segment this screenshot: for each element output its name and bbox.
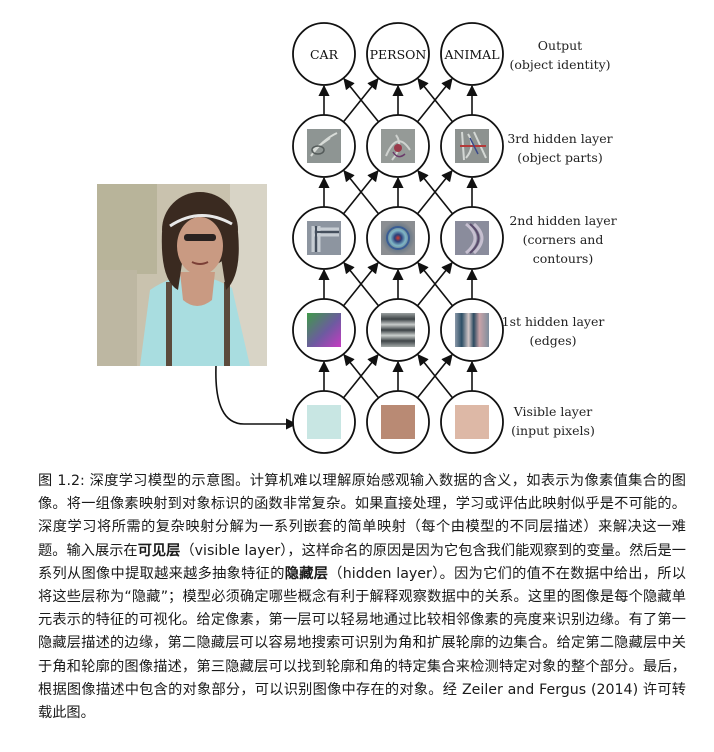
feature-patch-vertical-edges [455,313,489,347]
output-label-animal: ANIMAL [443,47,499,62]
figure-caption: 图 1.2: 深度学习模型的示意图。计算机难以理解原始感观输入数据的含义，如表示… [38,470,686,725]
output-node-car [292,22,356,86]
label-hidden1-title: 1st hidden layer [502,314,605,329]
network-edge [417,170,454,215]
caption-text-3: （hidden layer）。因为它们的值不在数据中给出，所以将这些层称为“隐藏… [38,565,686,722]
input-pixel-1 [307,405,341,439]
hidden-layer-2 [292,206,504,270]
feature-patch-horizontal-edges [381,313,415,347]
feature-patch-object-part-2 [381,129,415,163]
network-edge [343,262,380,307]
feature-patch-corner [307,221,341,255]
hidden-layer-1 [292,298,504,362]
network-edges [318,78,478,399]
output-node-animal [440,22,504,86]
output-layer: CAR PERSON ANIMAL [292,22,504,86]
label-hidden2-sub1: (corners and [523,232,604,247]
network-edge [417,262,454,307]
caption-term-hidden-layer: 隐藏层 [284,565,329,582]
feature-patch-object-part-3 [455,129,489,163]
label-visible-sub: (input pixels) [511,423,595,438]
network-edge [417,354,454,399]
input-pixel-2 [381,405,415,439]
caption-text-1: 图 1.2: 深度学习模型的示意图。计算机难以理解原始感观输入数据的含义，如表示… [38,473,686,559]
network-edge [343,78,380,123]
label-visible-title: Visible layer [513,404,592,419]
input-photo [97,184,267,366]
network-edge [343,354,380,399]
label-hidden3-sub: (object parts) [517,150,602,165]
caption-text-2: （visible layer），这样命名的原因是因为它包含我们能观察到的变量。然… [38,542,686,582]
label-hidden1-sub: (edges) [530,333,577,348]
network-edge [343,170,380,215]
caption-term-visible-layer: 可见层 [137,542,181,559]
label-output-title: Output [538,38,582,53]
feature-patch-color-edge [307,313,341,347]
output-node-person [366,22,430,86]
feature-patch-object-part-1 [307,129,341,163]
output-label-car: CAR [310,47,339,62]
feature-patch-blob [381,221,415,255]
hidden-layer-3 [292,114,504,178]
input-pixel-3 [455,405,489,439]
output-label-person: PERSON [370,47,427,62]
label-hidden2-title: 2nd hidden layer [509,213,616,228]
feature-patch-contour [455,221,489,255]
network-edge [417,78,454,123]
layer-labels: Output (object identity) 3rd hidden laye… [502,38,617,438]
label-output-sub: (object identity) [509,57,610,72]
photo-to-input-arrow [215,365,298,430]
deep-learning-figure: CAR PERSON ANIMAL [97,22,617,454]
label-hidden3-title: 3rd hidden layer [507,131,612,146]
label-hidden2-sub2: contours) [533,251,593,266]
visible-layer [292,390,504,454]
